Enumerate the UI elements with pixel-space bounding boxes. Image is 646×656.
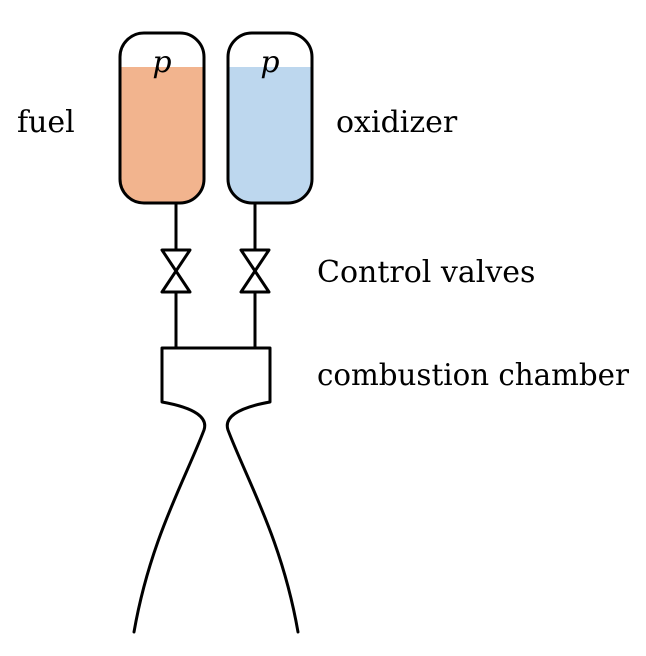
oxidizer-label: oxidizer — [336, 105, 458, 140]
combustion-chamber-and-nozzle — [132, 346, 300, 634]
fuel-tank-pressure-label: p — [152, 45, 171, 80]
fuel-tank: p — [118, 31, 206, 205]
combustion-chamber-label: combustion chamber — [317, 358, 630, 393]
oxidizer-tank-pressure-label: p — [260, 45, 279, 80]
oxidizer-tank-liquid — [228, 67, 312, 203]
fuel-tank-outline — [118, 31, 206, 205]
fuel-tank-liquid — [120, 67, 204, 203]
fuel-valve-icon — [160, 248, 192, 294]
control-valves-label: Control valves — [317, 255, 535, 290]
oxidizer-tank-outline — [226, 31, 314, 205]
oxidizer-tank: p — [226, 31, 314, 205]
oxidizer-valve-icon — [239, 248, 271, 294]
fuel-label: fuel — [17, 105, 75, 140]
